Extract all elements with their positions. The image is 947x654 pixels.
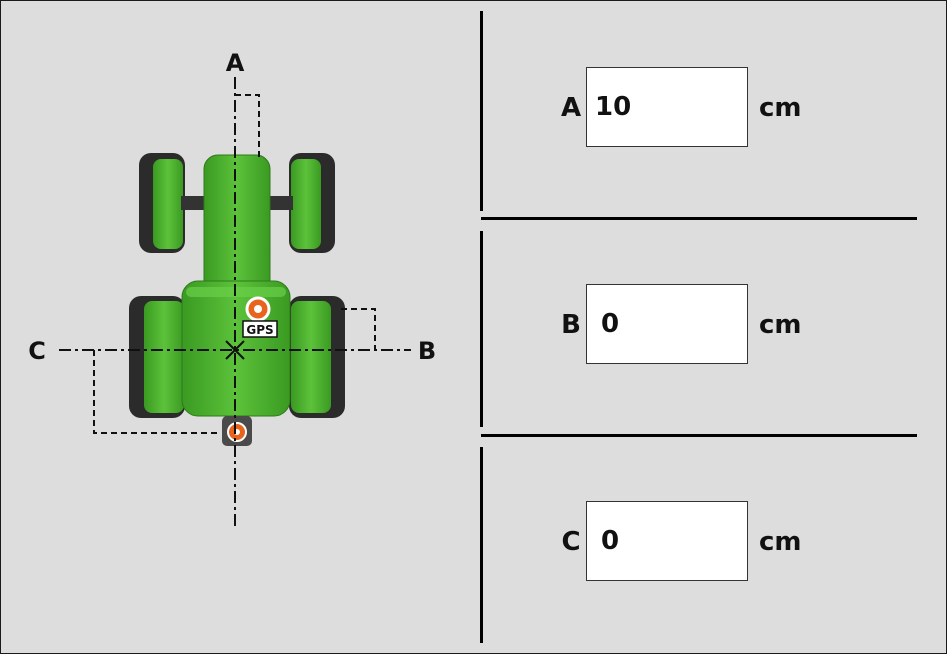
front-left-tire <box>139 153 185 253</box>
column-divider-top <box>480 11 483 211</box>
offset-a-unit: cm <box>759 93 802 123</box>
dimension-a-line <box>235 94 260 159</box>
gps-label: GPS <box>246 323 273 337</box>
row-divider-1 <box>481 217 917 220</box>
tractor-offset-diagram: GPS A B C <box>28 49 436 526</box>
offset-label-b: B <box>561 310 581 340</box>
offset-a-input[interactable] <box>586 67 748 147</box>
offset-label-a: A <box>560 93 582 123</box>
offset-row-c: C cm <box>481 435 917 651</box>
axis-label-c: C <box>28 337 46 365</box>
offset-c-unit: cm <box>759 527 802 557</box>
offset-label-c: C <box>561 527 581 557</box>
column-divider-middle <box>480 231 483 427</box>
offset-row-a: A cm <box>481 1 917 217</box>
front-right-tire <box>289 153 335 253</box>
offset-b-input[interactable] <box>586 284 748 364</box>
rear-right-tire <box>289 296 345 418</box>
rear-left-tire <box>129 296 185 418</box>
row-divider-2 <box>481 434 917 437</box>
offset-row-b: B cm <box>481 218 917 434</box>
gps-antenna-icon <box>245 296 271 322</box>
column-divider-bottom <box>480 447 483 643</box>
axis-label-a: A <box>226 49 245 77</box>
dimension-c-line <box>93 350 219 434</box>
axis-label-b: B <box>418 337 436 365</box>
dimension-b-line <box>341 308 376 350</box>
offset-b-unit: cm <box>759 310 802 340</box>
tractor-hood <box>203 154 271 296</box>
offset-c-input[interactable] <box>586 501 748 581</box>
reference-point-icon <box>225 340 245 360</box>
